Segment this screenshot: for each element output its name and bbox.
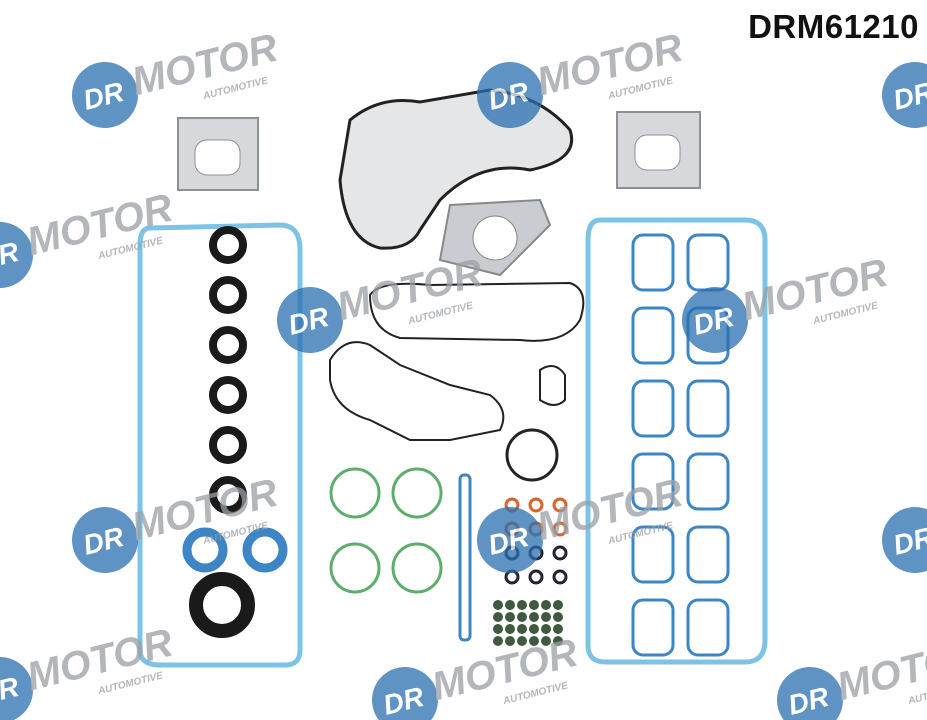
- exhaust-gasket-right-port: [634, 134, 681, 171]
- valve-stem-seal: [553, 636, 563, 646]
- camshaft-seal: [209, 376, 247, 414]
- watermark-circle: [0, 222, 33, 288]
- valve-stem-seal: [517, 600, 527, 610]
- watermark-circle: [777, 667, 843, 720]
- valve-stem-seal: [541, 636, 551, 646]
- right-valve-cover-gasket: [585, 217, 768, 665]
- valve-stem-seal: [553, 600, 563, 610]
- watermark-circle: [72, 62, 138, 128]
- valve-stem-seal: [541, 624, 551, 634]
- product-code: DRM61210: [748, 8, 919, 45]
- green-o-ring: [329, 542, 381, 594]
- valve-stem-seal: [529, 600, 539, 610]
- valve-stem-seal: [553, 624, 563, 634]
- small-o-ring: [552, 497, 568, 513]
- watermark-circle: [372, 667, 438, 720]
- valve-stem-seal: [517, 636, 527, 646]
- intake-port-gasket: [686, 233, 730, 292]
- blue-shaft-seal: [182, 527, 228, 573]
- valve-stem-seal: [505, 612, 515, 622]
- intake-port-gasket: [631, 452, 675, 511]
- small-o-ring: [528, 569, 544, 585]
- exhaust-gasket-left-port: [194, 139, 241, 176]
- round-seal-ring: [505, 428, 559, 482]
- watermark-circle: [477, 62, 543, 128]
- watermark-circle: [0, 657, 33, 720]
- valve-stem-seal: [505, 624, 515, 634]
- intake-port-gasket: [631, 306, 675, 365]
- valve-stem-seal: [529, 624, 539, 634]
- camshaft-seal: [209, 276, 247, 314]
- valve-stem-seal: [541, 600, 551, 610]
- valve-stem-seal: [493, 612, 503, 622]
- camshaft-seal: [209, 226, 247, 264]
- left-valve-cover-gasket: [137, 222, 303, 668]
- small-gasket: [539, 365, 566, 406]
- valve-stem-seal: [505, 600, 515, 610]
- watermark-circle: [477, 507, 543, 573]
- small-o-ring: [528, 497, 544, 513]
- watermark-circle: [72, 507, 138, 573]
- small-o-ring: [552, 545, 568, 561]
- camshaft-seal: [209, 476, 247, 514]
- valve-stem-seal: [517, 624, 527, 634]
- green-o-ring: [391, 542, 443, 594]
- valve-stem-seal: [553, 612, 563, 622]
- camshaft-seal: [209, 426, 247, 464]
- small-o-ring: [552, 521, 568, 537]
- small-o-ring: [552, 569, 568, 585]
- watermark-circle: [882, 62, 927, 128]
- watermark-circle: [882, 507, 927, 573]
- camshaft-seal: [209, 326, 247, 364]
- green-o-ring: [329, 467, 381, 519]
- valve-stem-seal: [529, 612, 539, 622]
- valve-stem-seal: [493, 624, 503, 634]
- blue-shaft-seal: [242, 527, 288, 573]
- intake-port-gasket: [631, 379, 675, 438]
- green-o-ring: [391, 467, 443, 519]
- valve-stem-seal: [529, 636, 539, 646]
- valve-stem-seal: [493, 600, 503, 610]
- intake-port-gasket: [631, 233, 675, 292]
- watermark-circle: [277, 287, 343, 353]
- strip-gasket: [458, 473, 472, 642]
- valve-stem-seal: [517, 612, 527, 622]
- valve-stem-seal: [541, 612, 551, 622]
- intake-port-gasket: [631, 525, 675, 584]
- intake-port-gasket: [686, 452, 730, 511]
- timing-cover-gasket-top: [368, 281, 585, 342]
- intake-port-gasket: [686, 379, 730, 438]
- valve-stem-seal: [493, 636, 503, 646]
- watermark-circle: [682, 287, 748, 353]
- intake-port-gasket: [686, 598, 730, 657]
- intake-port-gasket: [686, 525, 730, 584]
- flange-gasket-hole: [472, 215, 518, 261]
- crankshaft-seal: [189, 572, 255, 638]
- valve-stem-seal: [505, 636, 515, 646]
- intake-port-gasket: [631, 598, 675, 657]
- timing-cover-gasket-lower: [329, 341, 505, 441]
